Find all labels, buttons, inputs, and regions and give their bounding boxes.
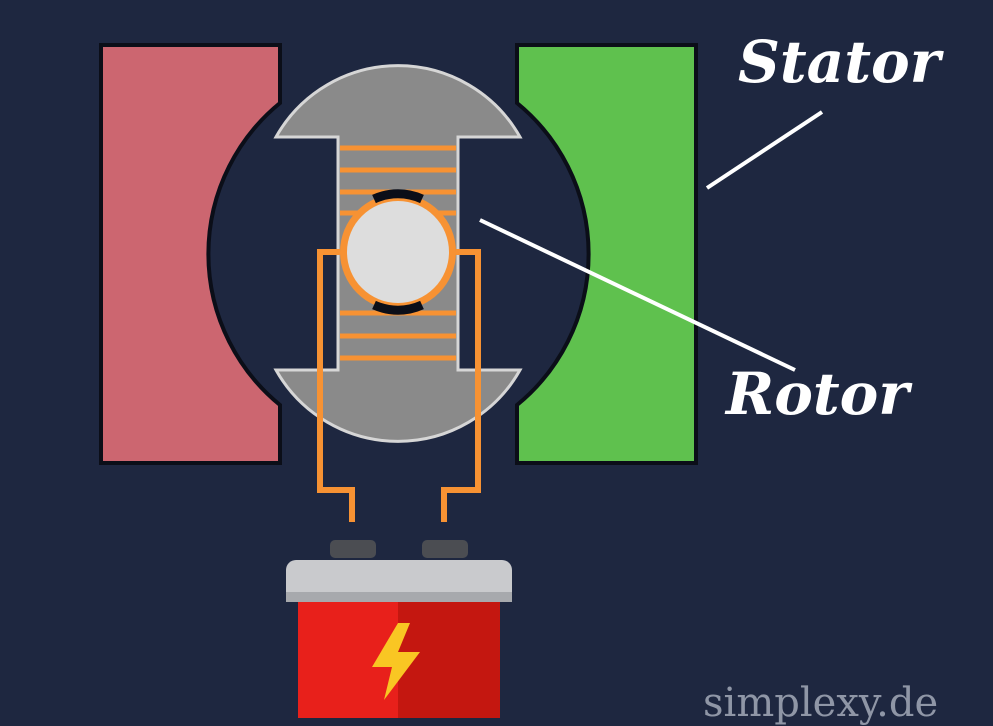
- commutator-gap-top: [372, 189, 424, 204]
- battery-icon: [286, 540, 512, 718]
- battery-terminal-right: [422, 540, 468, 558]
- stator-label: Stator: [738, 28, 941, 96]
- lightning-bolt-icon: [372, 623, 420, 700]
- commutator-disc: [347, 201, 449, 303]
- watermark: simplexy.de: [703, 680, 939, 726]
- stator-callout-line: [705, 110, 824, 190]
- battery-terminal-left: [330, 540, 376, 558]
- commutator-gap-bottom: [372, 300, 424, 315]
- rotor-callout-line: [479, 218, 796, 372]
- lead-wires: [317, 249, 481, 522]
- rotor-label: Rotor: [726, 360, 909, 428]
- battery-lid: [286, 560, 512, 602]
- battery-lid-edge: [286, 592, 512, 602]
- stator-magnet-right: [515, 43, 698, 465]
- stator-magnet-left: [99, 43, 282, 465]
